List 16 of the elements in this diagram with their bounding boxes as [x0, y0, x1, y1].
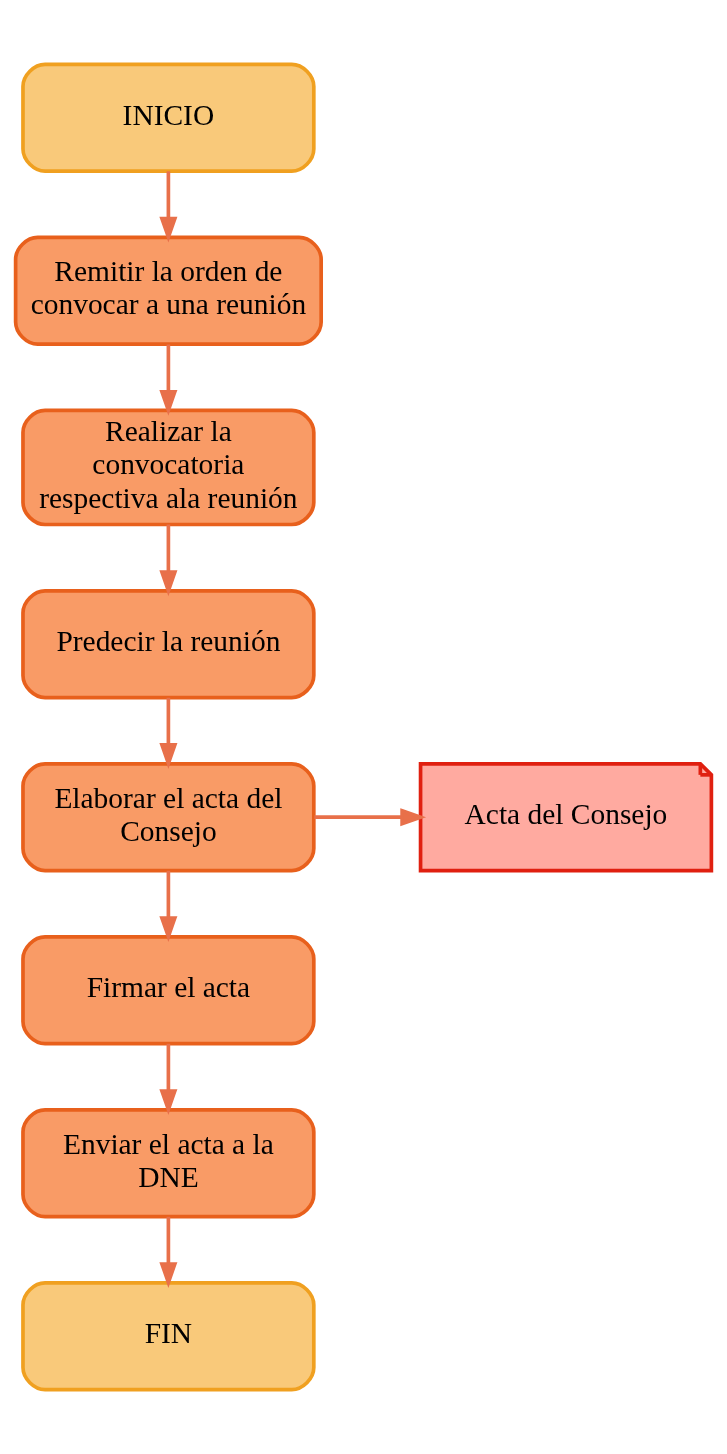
arrow	[159, 697, 178, 769]
arrow	[314, 808, 427, 827]
node-box: Realizar la convocatoria respectiva ala reunión	[21, 408, 316, 527]
node-box: Remitir la orden de convocar a una reunión	[13, 235, 323, 346]
arrow	[159, 344, 178, 416]
node-box: Predecir la reunión	[21, 588, 316, 700]
node-box: Firmar el acta	[21, 935, 316, 1046]
arrow	[159, 171, 178, 243]
arrow	[159, 524, 178, 597]
node-box: Enviar el acta a la DNE	[21, 1108, 316, 1219]
node-box: Elaborar el acta del Consejo	[21, 761, 316, 873]
node-box: FIN	[21, 1281, 316, 1392]
arrow	[159, 870, 178, 942]
arrow	[159, 1216, 178, 1288]
arrow	[159, 1043, 178, 1115]
node-box: INICIO	[21, 62, 316, 173]
